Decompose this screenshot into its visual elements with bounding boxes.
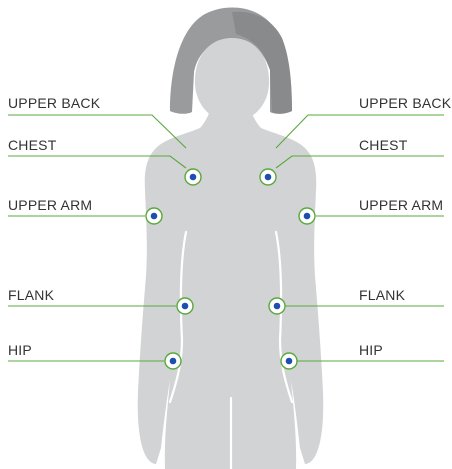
label-chest-right: CHEST [359, 137, 407, 153]
label-upper-arm-left: UPPER ARM [8, 197, 92, 213]
label-flank-left: FLANK [8, 287, 54, 303]
label-hip-left: HIP [8, 342, 32, 358]
marker-flank-left [177, 298, 193, 314]
marker-upper-arm-right [299, 208, 315, 224]
marker-hip-left [165, 353, 181, 369]
head [195, 38, 269, 122]
marker-flank-right [269, 298, 285, 314]
marker-chest-right [260, 169, 276, 185]
label-flank-right: FLANK [359, 287, 405, 303]
marker-chest-left [185, 169, 201, 185]
label-chest-left: CHEST [8, 137, 56, 153]
marker-hip-right [281, 353, 297, 369]
label-upper-back-right: UPPER BACK [359, 95, 451, 111]
label-hip-right: HIP [359, 342, 383, 358]
label-upper-arm-right: UPPER ARM [359, 197, 443, 213]
marker-upper-arm-left [146, 208, 162, 224]
label-upper-back-left: UPPER BACK [8, 95, 100, 111]
